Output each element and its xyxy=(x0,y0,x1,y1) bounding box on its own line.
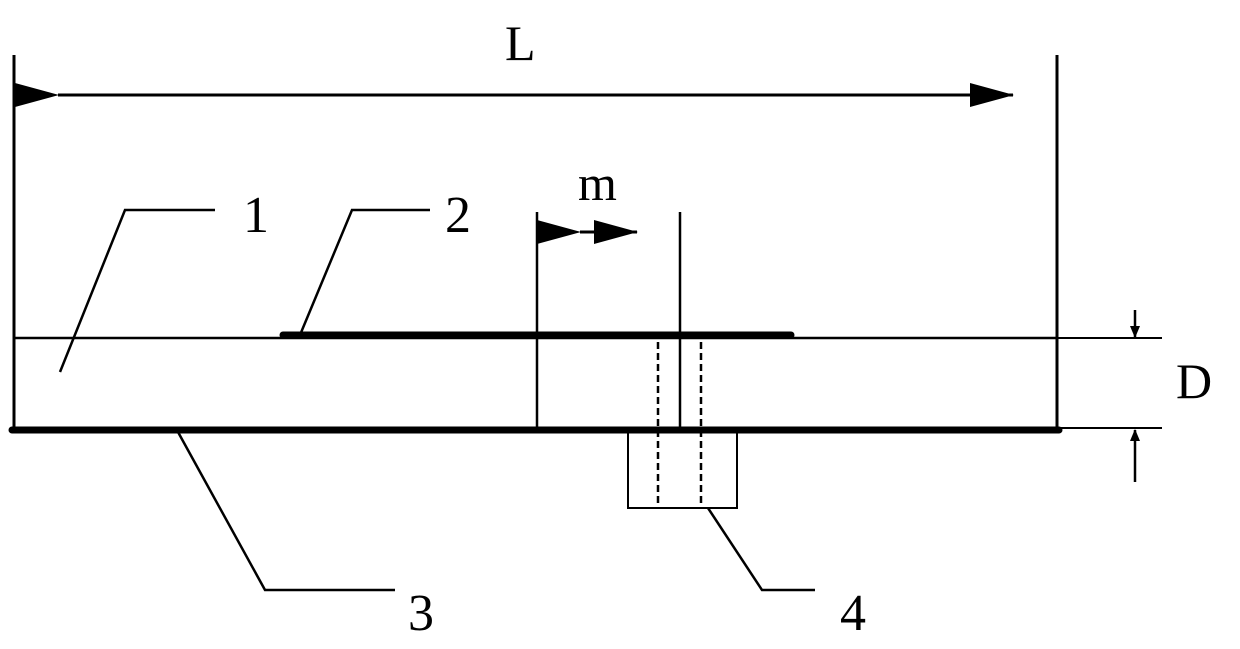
part-label-3: 3 xyxy=(408,585,434,642)
m-label: m xyxy=(578,155,617,211)
part-label-1: 1 xyxy=(243,187,269,244)
part-label-2: 2 xyxy=(445,187,471,244)
leader-4 xyxy=(706,507,815,592)
connector-4 xyxy=(627,431,738,509)
leader-1 xyxy=(58,208,215,373)
leader-2 xyxy=(298,208,430,336)
part-label-4: 4 xyxy=(840,585,866,642)
leader-3 xyxy=(176,431,395,592)
d-label: D xyxy=(1176,353,1212,409)
length-label: L xyxy=(505,15,536,71)
